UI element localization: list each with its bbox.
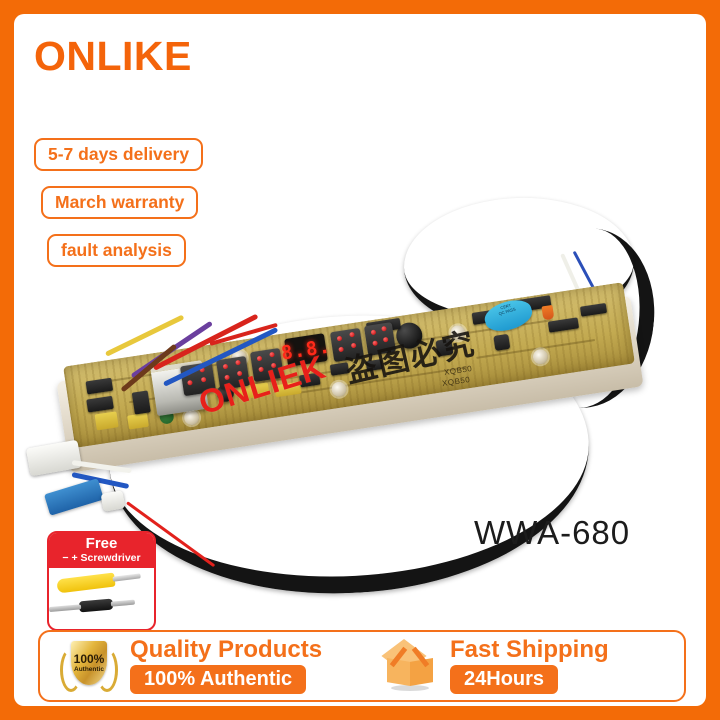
- shipping-pill: 24Hours: [450, 665, 559, 694]
- quality-text-block: Quality Products 100% Authentic: [130, 638, 322, 694]
- free-gift-box: Free − + Screwdriver: [47, 531, 156, 631]
- laurel-left-icon: [60, 648, 82, 692]
- shipping-title: Fast Shipping: [450, 636, 609, 663]
- screwdriver-black-icon: [78, 598, 114, 613]
- gift-title: Free: [85, 535, 118, 552]
- shield-percent: 100%: [73, 651, 105, 666]
- product-model-label: WWA-680: [474, 514, 631, 551]
- badge-delivery: 5-7 days delivery: [34, 138, 204, 172]
- screwdriver-yellow-icon: [56, 572, 116, 594]
- shipping-text-block: Fast Shipping 24Hours: [450, 638, 609, 694]
- product-image-canvas: ONLIKE 5-7 days delivery March warranty …: [14, 14, 706, 706]
- shield-body: 100% Authentic: [71, 641, 107, 685]
- laurel-right-icon: [96, 648, 118, 692]
- banner-quality-section: 100% Authentic Quality Products 100% Aut…: [40, 638, 362, 694]
- badge-warranty: March warranty: [41, 186, 199, 220]
- quality-pill: 100% Authentic: [130, 665, 307, 694]
- authentic-shield-icon: 100% Authentic: [60, 639, 118, 693]
- blue-thermistor: [44, 478, 104, 516]
- quality-title: Quality Products: [130, 636, 323, 663]
- banner-shipping-section: Fast Shipping 24Hours: [362, 638, 684, 694]
- trust-banner: 100% Authentic Quality Products 100% Aut…: [38, 630, 686, 702]
- gift-subtitle: − + Screwdriver: [62, 551, 141, 564]
- shield-authentic: Authentic: [74, 665, 104, 673]
- gift-header: Free − + Screwdriver: [49, 533, 154, 568]
- badge-fault-analysis: fault analysis: [47, 234, 186, 268]
- small-connector: [100, 490, 126, 512]
- brand-logo: ONLIKE: [34, 33, 192, 79]
- package-box-icon: [381, 638, 438, 694]
- gift-image: [49, 568, 154, 623]
- box-shadow: [391, 685, 429, 691]
